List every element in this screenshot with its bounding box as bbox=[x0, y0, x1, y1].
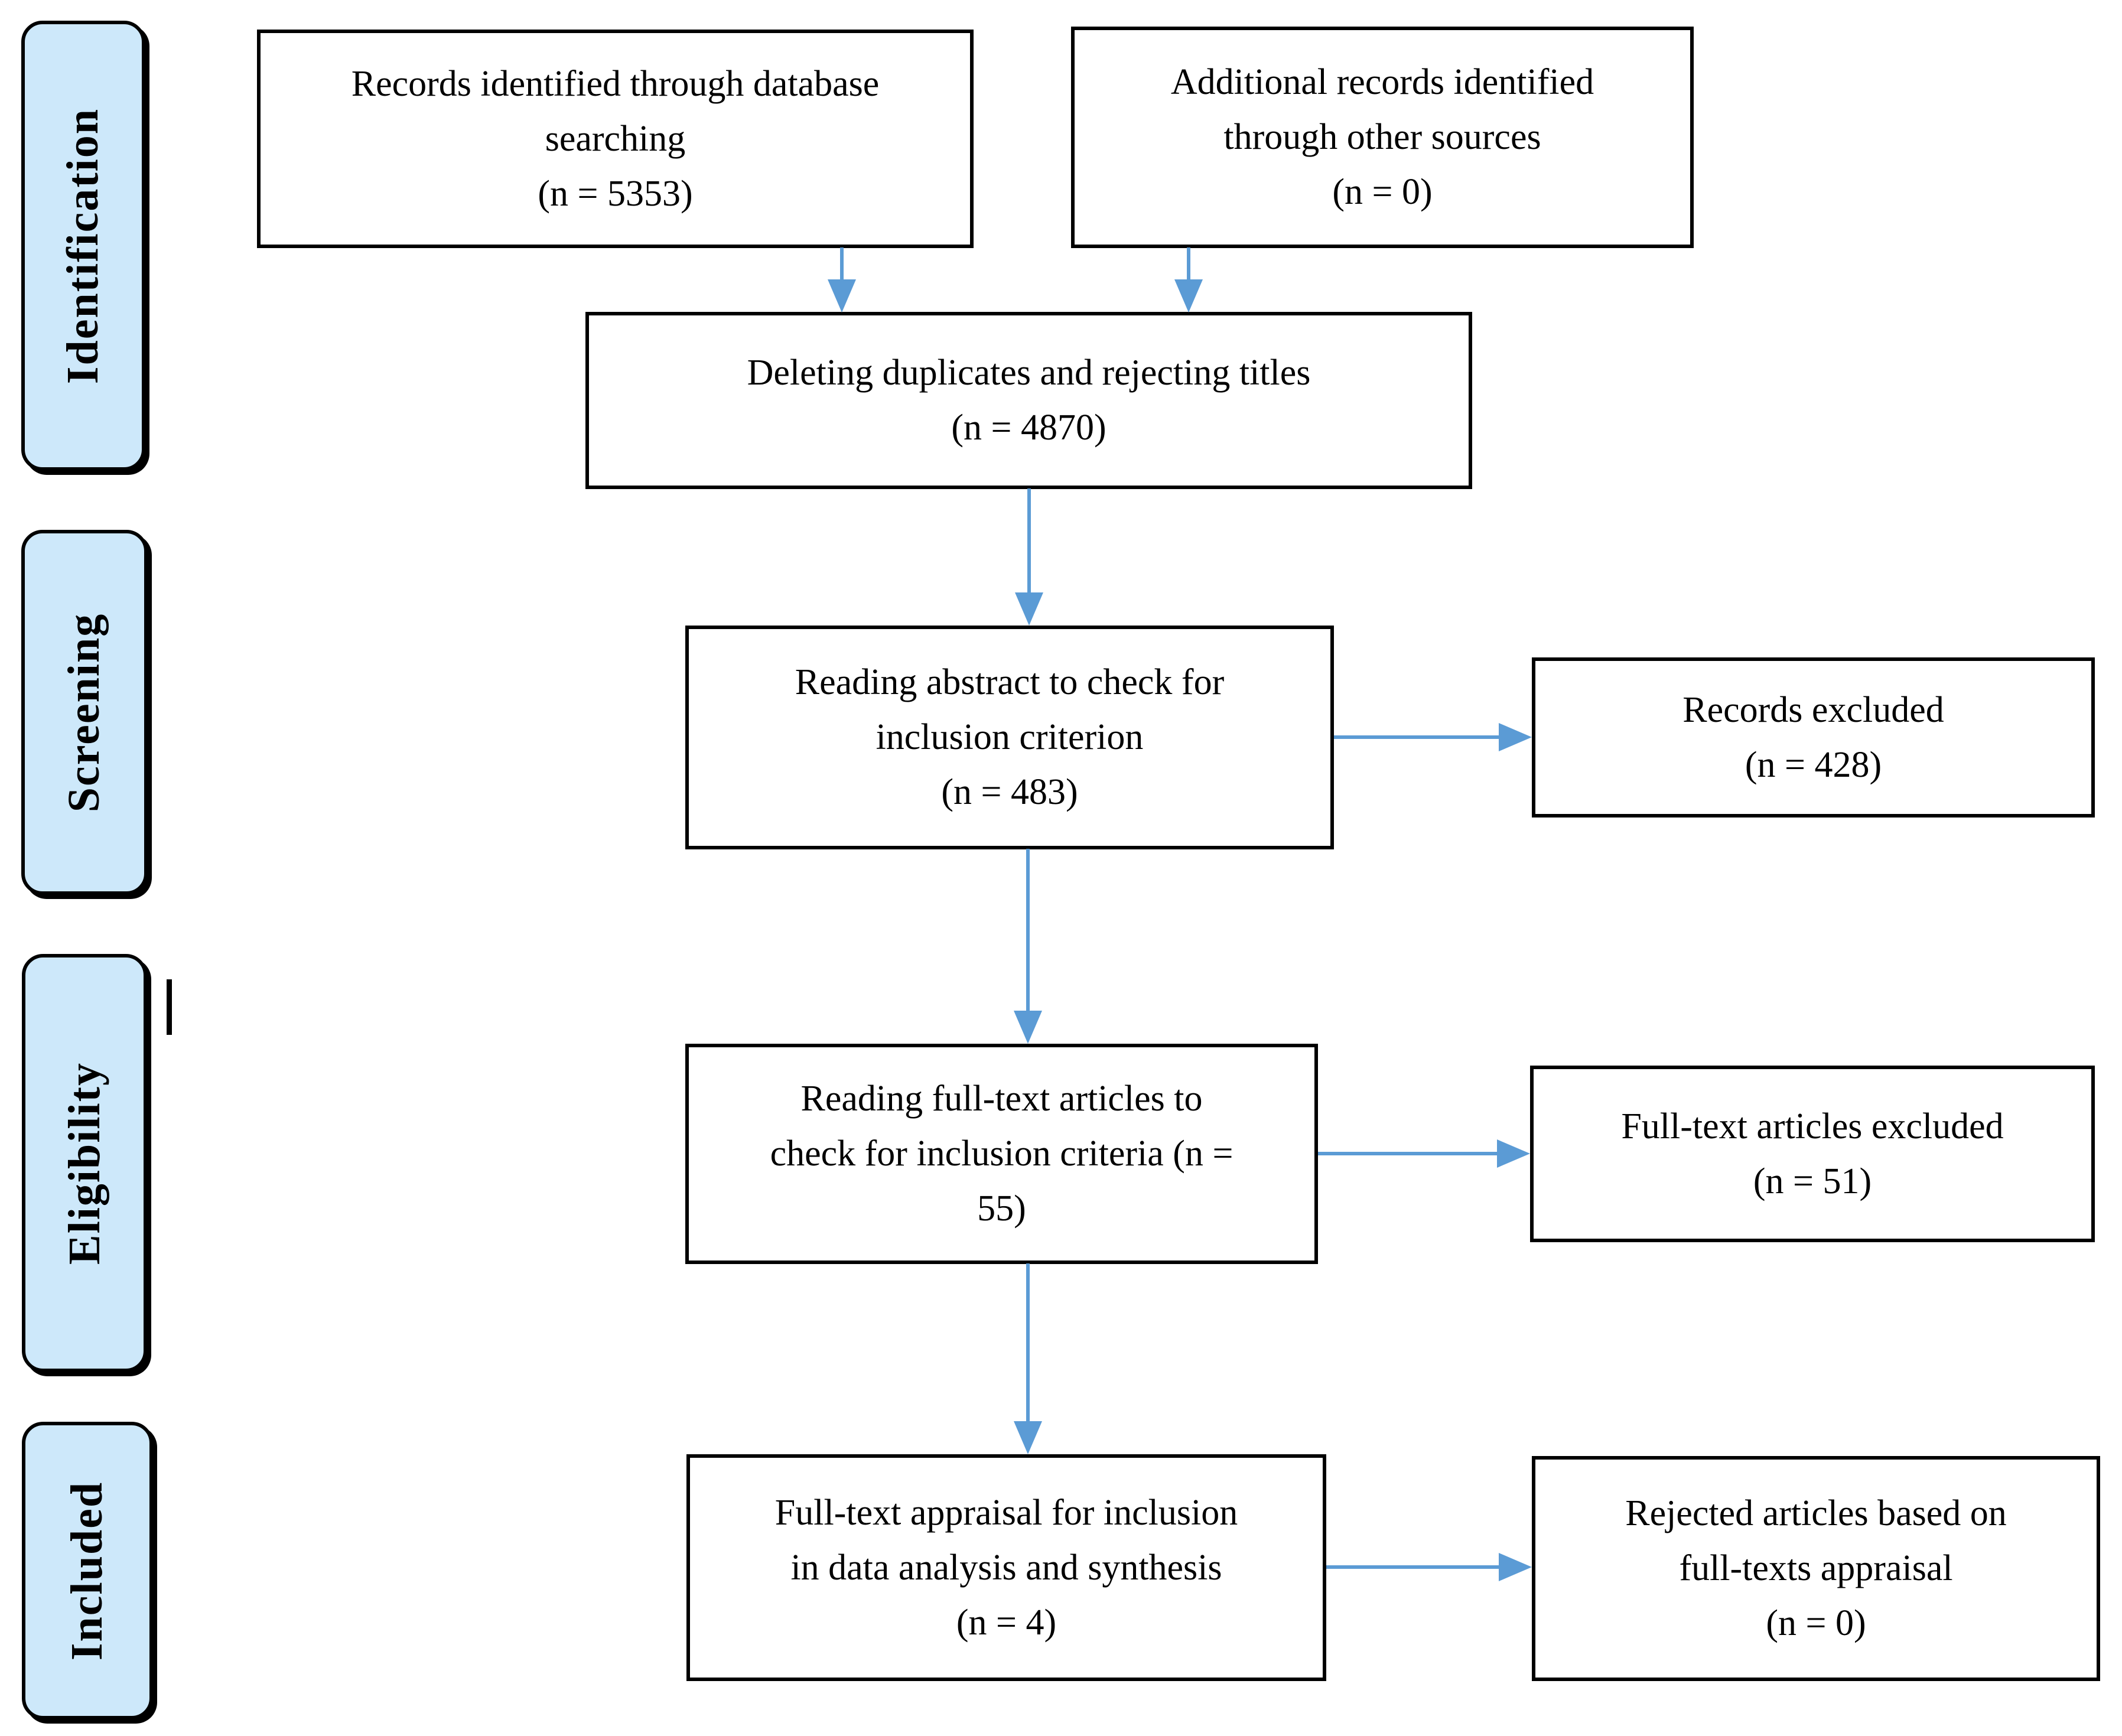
arrow-fulltext-to-excluded-stem bbox=[1318, 1152, 1499, 1155]
box-records-excluded: Records excluded (n = 428) bbox=[1532, 657, 2095, 817]
box-text-line: inclusion criterion bbox=[876, 717, 1144, 757]
box-text-line: full-texts appraisal bbox=[1679, 1548, 1953, 1588]
arrow-records-to-dedup-head bbox=[828, 279, 856, 312]
box-text-line: (n = 5353) bbox=[538, 173, 693, 214]
box-text-line: 55) bbox=[977, 1188, 1026, 1229]
stray-tick-mark bbox=[167, 979, 172, 1035]
arrow-records-to-dedup-stem bbox=[840, 247, 844, 282]
stage-label-screening: Screening bbox=[21, 530, 148, 895]
box-text-line: Records identified through database bbox=[351, 63, 880, 104]
box-reading-fulltext: Reading full-text articles to check for … bbox=[685, 1044, 1318, 1264]
box-reading-abstract: Reading abstract to check for inclusion … bbox=[685, 626, 1334, 849]
box-text-line: (n = 0) bbox=[1766, 1603, 1866, 1643]
box-text-line: Reading full-text articles to bbox=[800, 1079, 1203, 1119]
arrow-dedup-to-abstract-head bbox=[1015, 592, 1043, 626]
box-text-line: (n = 4870) bbox=[951, 408, 1106, 448]
box-text-line: (n = 428) bbox=[1745, 744, 1882, 785]
box-rejected-articles: Rejected articles based on full-texts ap… bbox=[1532, 1456, 2100, 1681]
box-fulltext-appraisal: Full-text appraisal for inclusion in dat… bbox=[686, 1454, 1326, 1681]
arrow-appraisal-to-rejected-stem bbox=[1326, 1565, 1501, 1569]
box-deleting-duplicates: Deleting duplicates and rejecting titles… bbox=[585, 312, 1472, 489]
stage-label-eligibility-text: Eligibility bbox=[59, 1061, 109, 1265]
box-text-line: Full-text articles excluded bbox=[1621, 1106, 2004, 1147]
box-text-line: check for inclusion criteria (n = bbox=[770, 1134, 1234, 1174]
arrow-fulltext-to-excluded-head bbox=[1497, 1139, 1530, 1168]
box-text-line: Rejected articles based on bbox=[1625, 1493, 2007, 1533]
box-fulltext-excluded: Full-text articles excluded (n = 51) bbox=[1530, 1066, 2095, 1242]
box-text-line: searching bbox=[545, 118, 686, 159]
stage-label-included: Included bbox=[22, 1422, 153, 1719]
box-text-line: Reading abstract to check for bbox=[795, 662, 1225, 702]
stage-label-identification: Identification bbox=[21, 21, 145, 471]
box-text-line: (n = 51) bbox=[1753, 1161, 1872, 1201]
box-additional-records: Additional records identified through ot… bbox=[1071, 27, 1694, 248]
arrow-dedup-to-abstract-stem bbox=[1027, 488, 1031, 595]
arrow-fulltext-to-appraisal-stem bbox=[1026, 1263, 1030, 1424]
arrow-abstract-to-excluded-stem bbox=[1334, 735, 1501, 739]
arrow-fulltext-to-appraisal-head bbox=[1014, 1421, 1042, 1454]
box-text-line: (n = 0) bbox=[1332, 172, 1433, 212]
arrow-abstract-to-fulltext-stem bbox=[1026, 849, 1030, 1013]
box-text-line: (n = 4) bbox=[956, 1602, 1057, 1643]
box-text-line: Additional records identified bbox=[1170, 62, 1594, 102]
arrow-abstract-to-excluded-head bbox=[1499, 723, 1532, 751]
box-records-identified-database: Records identified through database sear… bbox=[257, 30, 974, 248]
box-text-line: Records excluded bbox=[1682, 689, 1944, 730]
box-text-line: in data analysis and synthesis bbox=[790, 1547, 1222, 1588]
arrow-additional-to-dedup-head bbox=[1174, 279, 1203, 312]
arrow-abstract-to-fulltext-head bbox=[1014, 1011, 1042, 1044]
stage-label-screening-text: Screening bbox=[59, 613, 109, 812]
arrow-additional-to-dedup-stem bbox=[1187, 247, 1190, 282]
box-text-line: through other sources bbox=[1223, 117, 1541, 157]
box-text-line: Deleting duplicates and rejecting titles bbox=[747, 353, 1311, 393]
box-text-line: (n = 483) bbox=[941, 772, 1078, 812]
arrow-appraisal-to-rejected-head bbox=[1499, 1553, 1532, 1581]
stage-label-included-text: Included bbox=[62, 1481, 112, 1660]
stage-label-identification-text: Identification bbox=[58, 108, 108, 384]
stage-label-eligibility: Eligibility bbox=[22, 954, 147, 1372]
box-text-line: Full-text appraisal for inclusion bbox=[774, 1492, 1238, 1533]
